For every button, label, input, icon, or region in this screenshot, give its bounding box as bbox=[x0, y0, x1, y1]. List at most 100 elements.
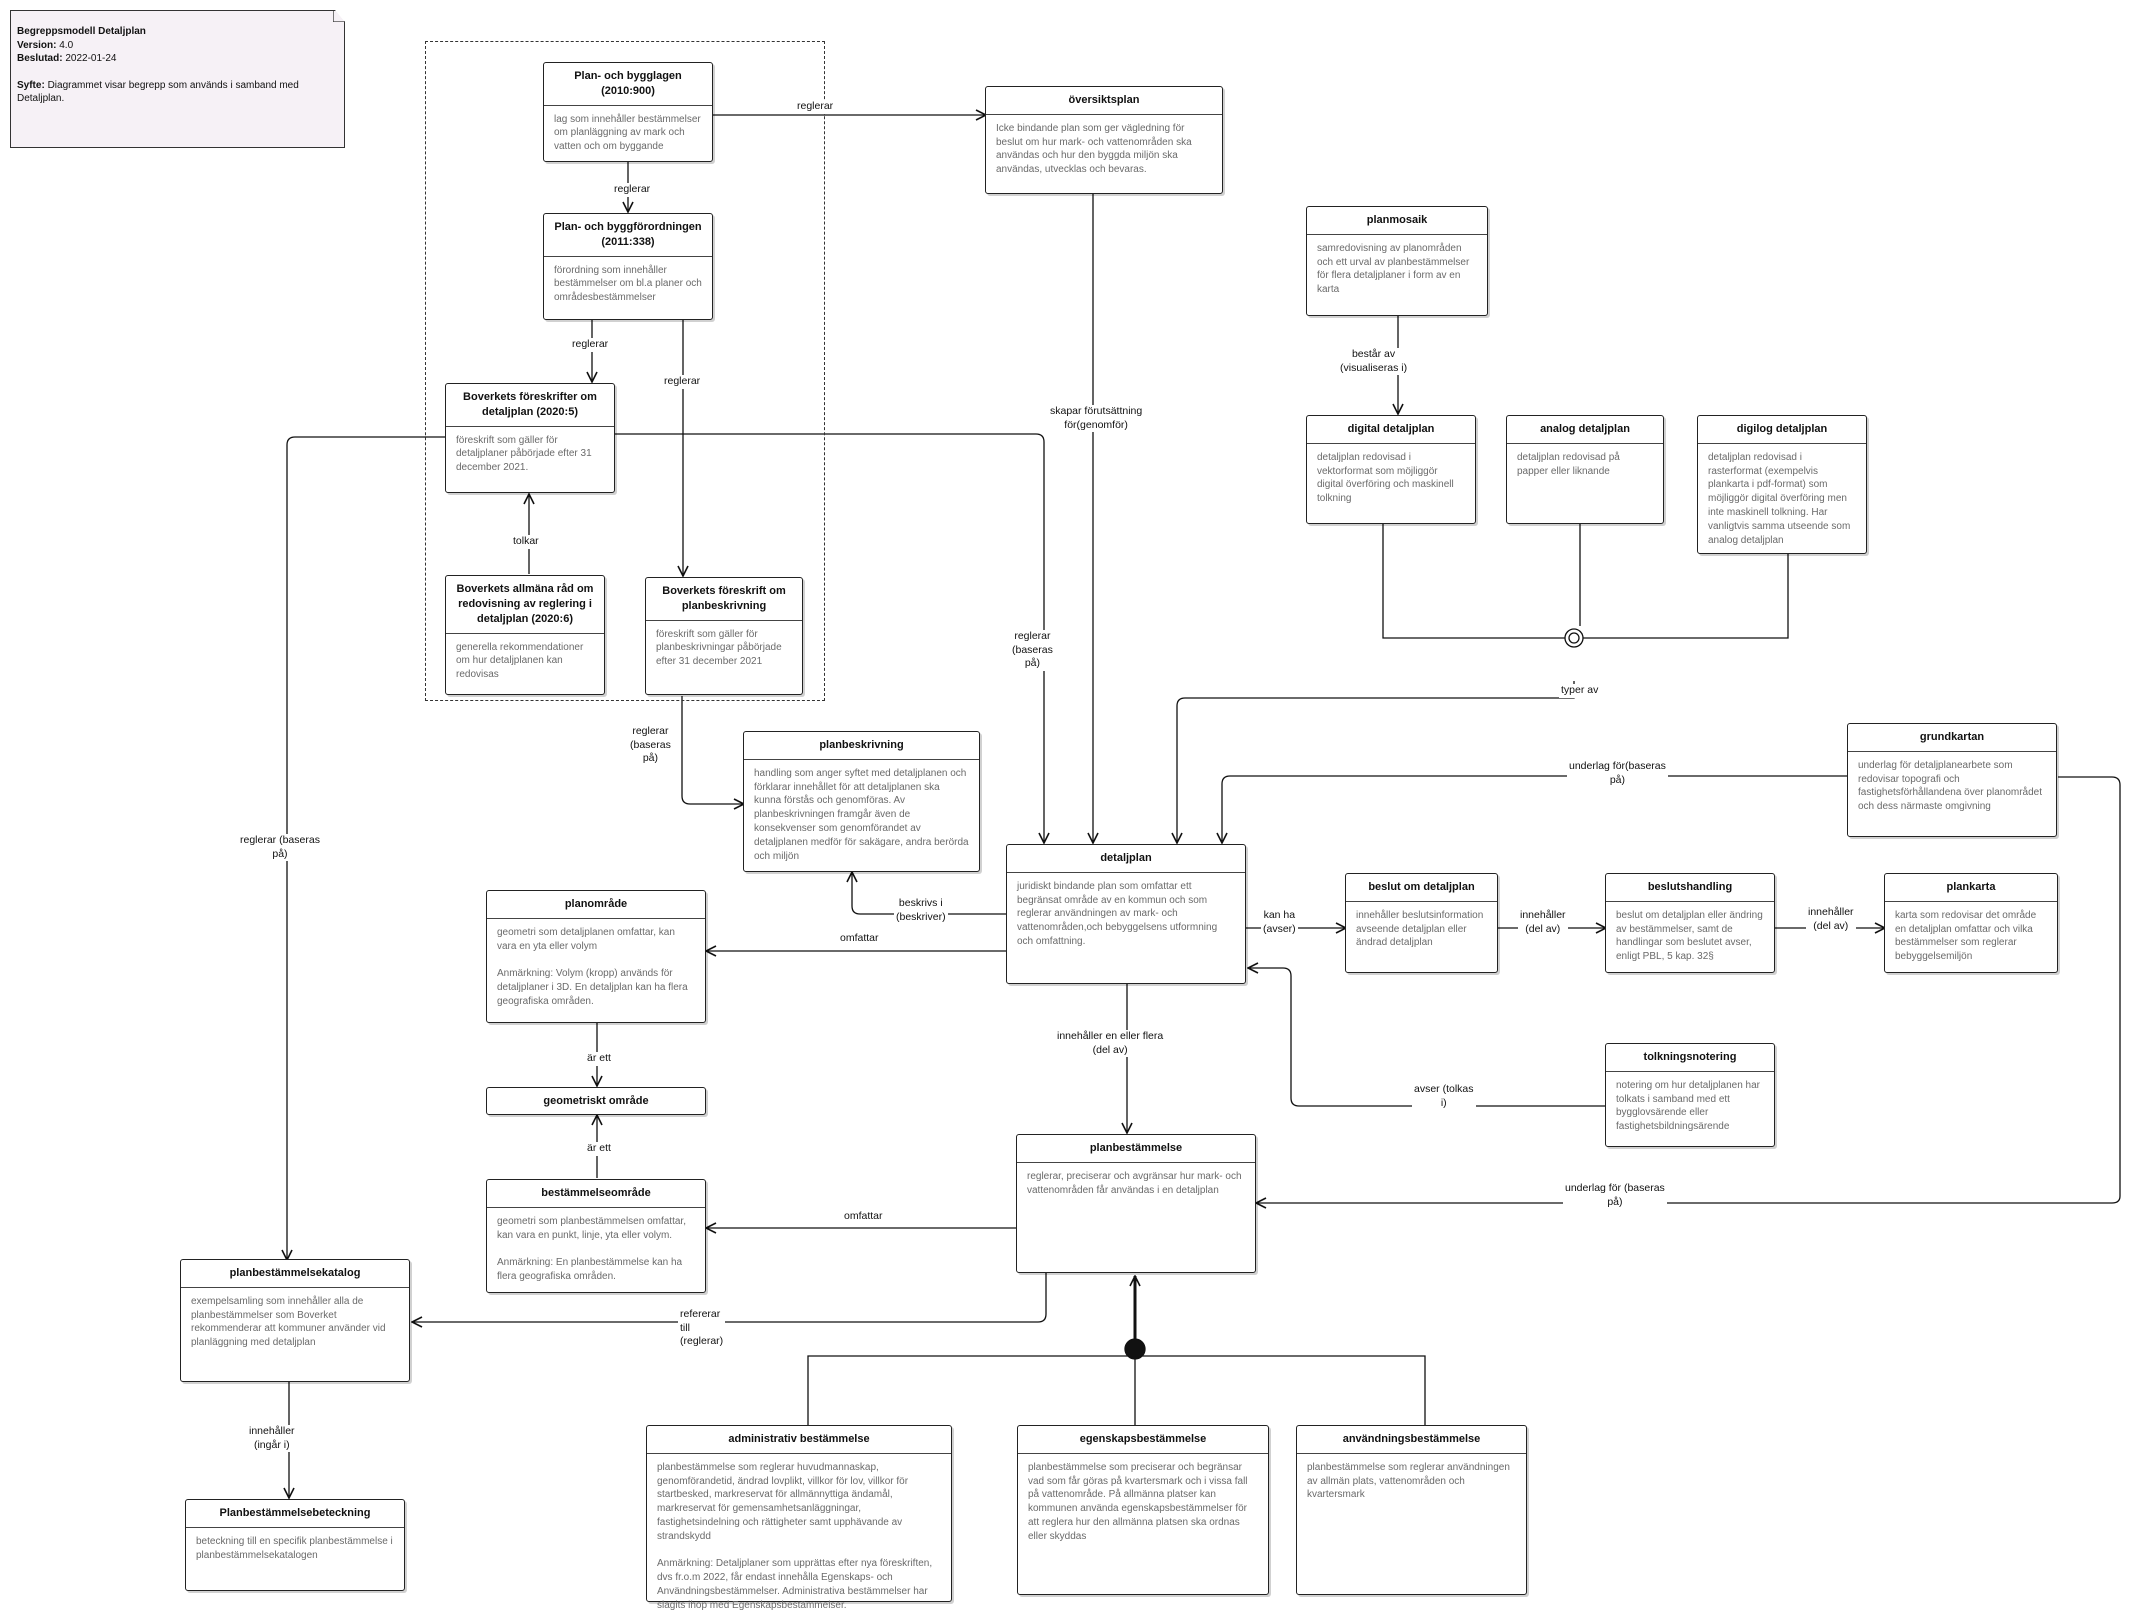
note-purpose: Diagrammet visar begrepp som används i s… bbox=[17, 79, 299, 105]
edge-label: reglerar (baseras på) bbox=[1010, 630, 1055, 671]
box-planbestammelse[interactable]: planbestämmelse reglerar, preciserar och… bbox=[1016, 1134, 1256, 1273]
box-boverkets-allmanna-rad[interactable]: Boverkets allmäna råd om redovisning av … bbox=[445, 575, 605, 695]
edge-label: innehåller en eller flera (del av) bbox=[1055, 1030, 1166, 1058]
edge-label: beskrivs i (beskriver) bbox=[894, 897, 948, 925]
note-fold-corner bbox=[333, 10, 345, 22]
edge-subtypes bbox=[1382, 524, 1789, 639]
note-version-label: Version: bbox=[17, 39, 57, 51]
edge-label: reglerar bbox=[570, 338, 611, 352]
box-title: egenskapsbestämmelse bbox=[1018, 1426, 1268, 1454]
box-description: geometri som detaljplanen omfattar, kan … bbox=[497, 926, 688, 1007]
edge-grund-planbestammelse bbox=[1256, 776, 2121, 1203]
edge-label: reglerar bbox=[612, 183, 653, 197]
box-title: Boverkets föreskrifter om detaljplan (20… bbox=[446, 384, 614, 427]
box-title: digital detaljplan bbox=[1307, 416, 1475, 444]
box-title: geometriskt område bbox=[543, 1095, 649, 1107]
edge-label: kan ha (avser) bbox=[1261, 909, 1298, 937]
edge-label: innehåller (ingår i) bbox=[247, 1425, 297, 1453]
box-description: föreskrift som gäller för detaljplaner p… bbox=[456, 434, 592, 474]
box-planbestammelsebeteckning[interactable]: Planbestämmelsebeteckning beteckning til… bbox=[185, 1499, 405, 1591]
box-anvandningsbestammelse[interactable]: användningsbestämmelse planbestämmelse s… bbox=[1296, 1425, 1527, 1595]
box-title: planbestämmelsekatalog bbox=[181, 1260, 409, 1288]
box-title: Plan- och byggförordningen (2011:338) bbox=[544, 214, 712, 257]
note-title: Begreppsmodell Detaljplan bbox=[17, 26, 146, 37]
note-version: 4.0 bbox=[59, 39, 74, 51]
edge-bfsdp-detaljplan bbox=[615, 433, 1044, 843]
box-plan-och-byggforordningen[interactable]: Plan- och byggförordningen (2011:338) fö… bbox=[543, 213, 713, 320]
box-description: detaljplan redovisad i vektorformat som … bbox=[1317, 451, 1454, 505]
box-description: innehåller beslutsinformation avseende d… bbox=[1356, 909, 1484, 949]
edge-bfsdp-katalog bbox=[287, 436, 446, 1260]
note-decided-label: Beslutad: bbox=[17, 53, 63, 64]
edge-label: reglerar (baseras på) bbox=[238, 834, 322, 862]
box-description: samredovisning av planområden och ett ur… bbox=[1317, 242, 1470, 296]
box-oversiktsplan[interactable]: översiktsplan Icke bindande plan som ger… bbox=[985, 86, 1223, 194]
box-boverkets-foreskrift-planbeskrivning[interactable]: Boverkets föreskrift om planbeskrivning … bbox=[645, 577, 803, 695]
edge-tolkning-detaljplan bbox=[1248, 968, 1605, 1107]
box-bestammelseomrade[interactable]: bestämmelseområde geometri som planbestä… bbox=[486, 1179, 706, 1293]
edge-label: består av (visualiseras i) bbox=[1338, 348, 1410, 376]
edge-label: underlag för(baseras på) bbox=[1567, 760, 1668, 788]
box-planomrade[interactable]: planområde geometri som detaljplanen omf… bbox=[486, 890, 706, 1023]
box-description: underlag för detaljplanearbete som redov… bbox=[1858, 759, 2043, 813]
box-planbestammelsekatalog[interactable]: planbestämmelsekatalog exempelsamling so… bbox=[180, 1259, 410, 1382]
box-title: Planbestämmelsebeteckning bbox=[186, 1500, 404, 1528]
box-title: planmosaik bbox=[1307, 207, 1487, 235]
box-description: föreskrift som gäller för planbeskrivnin… bbox=[656, 628, 782, 668]
box-geometriskt-omrade[interactable]: geometriskt område bbox=[486, 1087, 706, 1115]
box-tolkningsnotering[interactable]: tolkningsnotering notering om hur detalj… bbox=[1605, 1043, 1775, 1147]
edge-label: reglerar (baseras på) bbox=[628, 725, 673, 766]
edge-label: skapar förutsättning för(genomför) bbox=[1048, 405, 1145, 433]
box-digilog-detaljplan[interactable]: digilog detaljplan detaljplan redovisad … bbox=[1697, 415, 1867, 554]
box-digital-detaljplan[interactable]: digital detaljplan detaljplan redovisad … bbox=[1306, 415, 1476, 524]
box-title: Boverkets föreskrift om planbeskrivning bbox=[646, 578, 802, 621]
box-description: notering om hur detaljplanen har tolkats… bbox=[1616, 1079, 1760, 1133]
edge-label: omfattar bbox=[838, 932, 881, 946]
box-planbeskrivning[interactable]: planbeskrivning handling som anger syfte… bbox=[743, 731, 980, 872]
edge-label: är ett bbox=[585, 1142, 613, 1156]
box-description: reglerar, preciserar och avgränsar hur m… bbox=[1027, 1170, 1242, 1196]
edge-label: tolkar bbox=[511, 535, 541, 549]
box-egenskapsbestammelse[interactable]: egenskapsbestämmelse planbestämmelse som… bbox=[1017, 1425, 1269, 1595]
note-purpose-label: Syfte: bbox=[17, 79, 45, 91]
box-title: planbestämmelse bbox=[1017, 1135, 1255, 1163]
edge-label: reglerar bbox=[662, 375, 703, 389]
box-beslutshandling[interactable]: beslutshandling beslut om detaljplan ell… bbox=[1605, 873, 1775, 973]
diagram-info-note: Begreppsmodell Detaljplan Version: 4.0 B… bbox=[10, 10, 345, 148]
box-title: beslut om detaljplan bbox=[1346, 874, 1497, 902]
box-title: tolkningsnotering bbox=[1606, 1044, 1774, 1072]
edge-label: reglerar bbox=[795, 100, 836, 114]
box-grundkartan[interactable]: grundkartan underlag för detaljplanearbe… bbox=[1847, 723, 2057, 837]
box-description: beteckning till en specifik planbestämme… bbox=[196, 1535, 393, 1561]
box-plankarta[interactable]: plankarta karta som redovisar det område… bbox=[1884, 873, 2058, 973]
box-title: bestämmelseområde bbox=[487, 1180, 705, 1208]
box-description: geometri som planbestämmelsen omfattar, … bbox=[497, 1215, 686, 1283]
edge-label: innehåller (del av) bbox=[1518, 909, 1568, 937]
aggregation-dot bbox=[1124, 1338, 1146, 1360]
box-planmosaik[interactable]: planmosaik samredovisning av planområden… bbox=[1306, 206, 1488, 316]
box-title: administrativ bestämmelse bbox=[647, 1426, 951, 1454]
edge-planbestammelse-katalog bbox=[412, 1273, 1047, 1322]
box-boverkets-foreskrifter-detaljplan[interactable]: Boverkets föreskrifter om detaljplan (20… bbox=[445, 383, 615, 493]
legislation-group-frame bbox=[425, 41, 825, 701]
box-title: Boverkets allmäna råd om redovisning av … bbox=[446, 576, 604, 634]
box-description: handling som anger syftet med detaljplan… bbox=[754, 767, 969, 862]
box-administrativ-bestammelse[interactable]: administrativ bestämmelse planbestämmels… bbox=[646, 1425, 952, 1611]
box-title: planområde bbox=[487, 891, 705, 919]
box-title: planbeskrivning bbox=[744, 732, 979, 760]
box-detaljplan[interactable]: detaljplan juridiskt bindande plan som o… bbox=[1006, 844, 1246, 984]
box-description: juridiskt bindande plan som omfattar ett… bbox=[1017, 880, 1218, 948]
box-beslut-om-detaljplan[interactable]: beslut om detaljplan innehåller beslutsi… bbox=[1345, 873, 1498, 973]
box-analog-detaljplan[interactable]: analog detaljplan detaljplan redovisad p… bbox=[1506, 415, 1664, 524]
box-title: detaljplan bbox=[1007, 845, 1245, 873]
box-description: planbestämmelse som preciserar och begrä… bbox=[1028, 1461, 1248, 1542]
box-title: analog detaljplan bbox=[1507, 416, 1663, 444]
box-description: lag som innehåller bestämmelser om planl… bbox=[554, 113, 701, 153]
edge-label: innehåller (del av) bbox=[1806, 906, 1856, 934]
box-plan-och-bygglagen[interactable]: Plan- och bygglagen (2010:900) lag som i… bbox=[543, 62, 713, 162]
edge-bfspb-planbeskrivning bbox=[681, 696, 744, 804]
note-decided: 2022-01-24 bbox=[65, 53, 117, 64]
box-description: detaljplan redovisad på papper eller lik… bbox=[1517, 451, 1620, 477]
edge-label: typer av bbox=[1559, 684, 1601, 698]
